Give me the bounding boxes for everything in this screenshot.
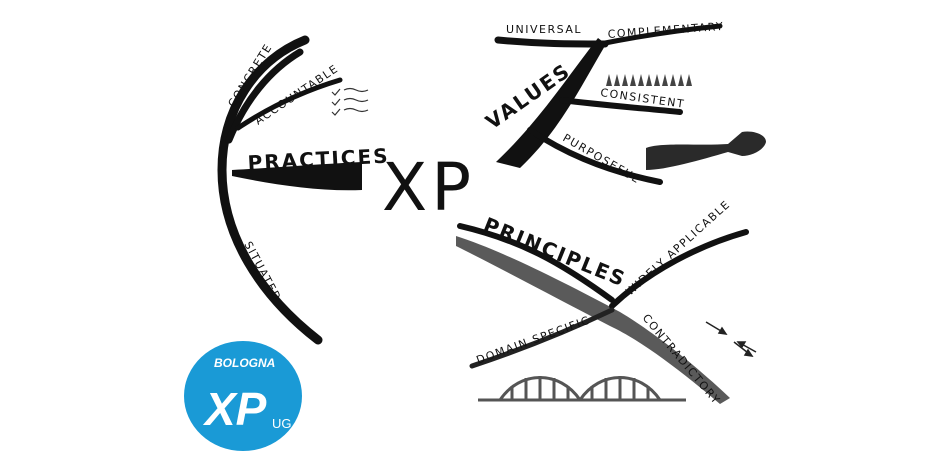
spikes-doodle <box>606 74 692 86</box>
checklist-doodle <box>331 87 369 116</box>
principles-branch: PRINCIPLES WIDELY APPLICABLE DOMAIN SPEC… <box>456 198 757 408</box>
practices-branch: PRACTICES CONCRETE ACCOUNTABLE SITUATED <box>217 35 390 345</box>
bridge-doodle <box>478 376 686 402</box>
values-branch: VALUES UNIVERSAL COMPLEMENTARY CONSISTEN… <box>481 20 766 186</box>
logo-suffix: UG <box>272 416 292 431</box>
branch-widely-applicable: WIDELY APPLICABLE <box>623 198 733 299</box>
bologna-xpug-logo: BOLOGNA XP UG <box>184 341 302 451</box>
practices-label: PRACTICES <box>247 144 390 175</box>
xp-center-label: XP <box>382 149 475 226</box>
branch-situated: SITUATED <box>241 239 283 303</box>
branch-complementary: COMPLEMENTARY <box>607 20 724 41</box>
branch-purposeful: PURPOSEFUL <box>561 131 643 186</box>
dart-doodle <box>646 131 766 170</box>
branch-domain-specific: DOMAIN SPECIFIC <box>475 313 593 366</box>
branch-universal: UNIVERSAL <box>506 23 582 36</box>
branch-accountable: ACCOUNTABLE <box>252 62 341 128</box>
logo-city: BOLOGNA <box>214 356 275 370</box>
arrows-doodle <box>705 321 757 357</box>
branch-contradictory: CONTRADICTORY <box>640 312 723 408</box>
logo-mark: XP <box>202 383 267 435</box>
